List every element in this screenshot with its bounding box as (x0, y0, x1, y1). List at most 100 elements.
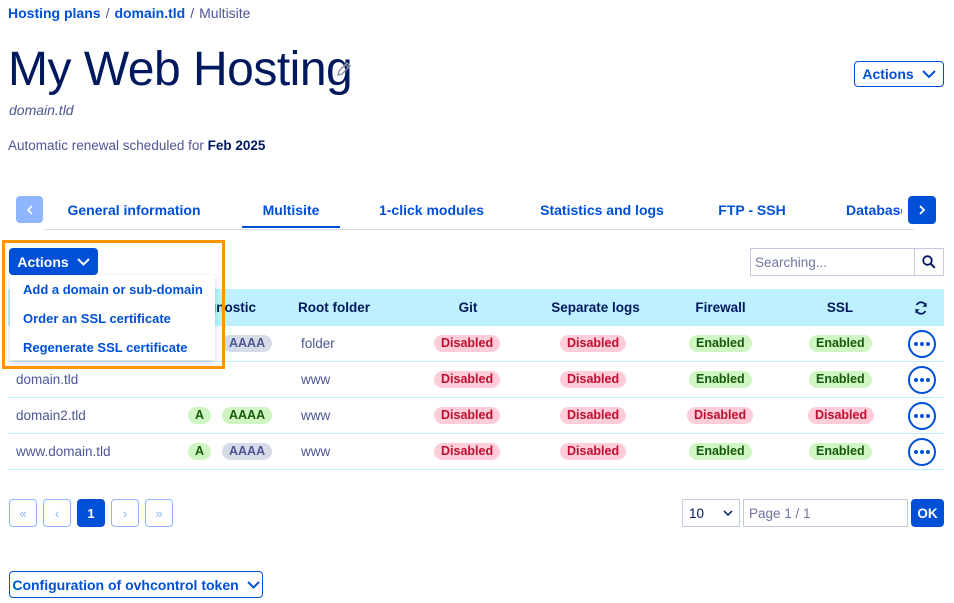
badge-firewall: Enabled (689, 371, 752, 388)
per-page-value: 10 (689, 505, 705, 521)
page-number-input[interactable] (743, 499, 908, 527)
chevron-down-icon (246, 580, 260, 589)
more-icon (926, 342, 930, 346)
badge-git: Disabled (434, 443, 501, 460)
breadcrumb-hosting-plans[interactable]: Hosting plans (8, 5, 101, 21)
page-title: My Web Hosting (8, 43, 353, 96)
badge-ssl: Enabled (809, 335, 872, 352)
tab-1-click-modules[interactable]: 1-click modules (378, 202, 485, 218)
menu-add-domain[interactable]: Add a domain or sub-domain (23, 282, 203, 297)
breadcrumb-separator: / (105, 5, 110, 21)
column-git[interactable]: Git (458, 300, 478, 315)
cell-root-folder: www (301, 444, 331, 459)
more-icon (926, 450, 930, 454)
badge-aaaa: AAAA (222, 407, 273, 424)
more-icon (920, 342, 924, 346)
search-input[interactable] (750, 248, 916, 276)
tab-general-information[interactable]: General information (67, 202, 201, 218)
menu-order-ssl[interactable]: Order an SSL certificate (23, 311, 171, 326)
ovhcontrol-token-button[interactable]: Configuration of ovhcontrol token (9, 571, 263, 598)
more-icon (920, 378, 924, 382)
search-icon (922, 255, 936, 269)
breadcrumb: Hosting plans / domain.tld / Multisite (8, 5, 250, 21)
breadcrumb-current: Multisite (199, 5, 251, 21)
more-icon (926, 378, 930, 382)
cell-root-folder: www (301, 408, 331, 423)
header-actions-button[interactable]: Actions (854, 61, 944, 87)
pagination-last-button[interactable]: » (145, 499, 173, 527)
row-more-button[interactable] (908, 366, 936, 394)
tab-bar: General information Multisite 1-click mo… (44, 196, 902, 228)
column-ssl[interactable]: SSL (826, 300, 854, 315)
badge-firewall: Enabled (689, 443, 752, 460)
more-icon (914, 414, 918, 418)
breadcrumb-separator: / (190, 5, 195, 21)
tabs-prev-button[interactable] (16, 196, 43, 223)
more-icon (920, 450, 924, 454)
badge-git: Disabled (434, 371, 501, 388)
chevron-down-icon (723, 510, 733, 516)
badge-logs: Disabled (560, 335, 627, 352)
badge-git: Disabled (434, 335, 501, 352)
badge-aaaa: AAAA (222, 443, 273, 460)
more-icon (914, 450, 918, 454)
column-firewall[interactable]: Firewall (695, 300, 746, 315)
badge-git: Disabled (434, 407, 501, 424)
column-separate-logs[interactable]: Separate logs (551, 300, 640, 315)
badge-firewall: Disabled (687, 407, 754, 424)
pagination-prev-button[interactable]: ‹ (43, 499, 71, 527)
table-actions-label: Actions (17, 253, 69, 270)
ovhcontrol-token-label: Configuration of ovhcontrol token (12, 576, 239, 593)
row-more-button[interactable] (908, 330, 936, 358)
tab-statistics-and-logs[interactable]: Statistics and logs (540, 202, 664, 218)
chevron-down-icon (76, 257, 90, 266)
badge-logs: Disabled (560, 407, 627, 424)
badge-ssl: Enabled (809, 371, 872, 388)
refresh-icon[interactable] (914, 301, 928, 315)
per-page-select[interactable]: 10 (682, 499, 740, 527)
tab-divider (44, 229, 914, 230)
cell-root-folder: folder (301, 336, 335, 351)
badge-a: A (188, 407, 212, 424)
table-row: www.domain.tld A AAAA www Disabled Disab… (8, 434, 944, 470)
badge-a: A (188, 443, 212, 460)
row-more-button[interactable] (908, 438, 936, 466)
actions-dropdown-menu: Add a domain or sub-domain Order an SSL … (10, 275, 215, 360)
tab-databases[interactable]: Databases (846, 202, 902, 218)
chevron-left-icon (26, 204, 33, 215)
tabs-next-button[interactable] (908, 196, 936, 224)
row-more-button[interactable] (908, 402, 936, 430)
pagination-page-1[interactable]: 1 (77, 499, 105, 527)
search-button[interactable] (914, 248, 944, 276)
table-row: domain.tld www Disabled Disabled Enabled… (8, 362, 944, 398)
badge-logs: Disabled (560, 443, 627, 460)
badge-ssl: Disabled (808, 407, 875, 424)
cell-domain: domain.tld (16, 372, 79, 387)
table-actions-button[interactable]: Actions (9, 248, 98, 275)
renewal-date: Feb 2025 (207, 138, 266, 153)
table-row: AAAA folder Disabled Disabled Enabled En… (8, 326, 944, 362)
cell-domain: domain2.tld (16, 408, 86, 423)
cell-domain: www.domain.tld (16, 444, 111, 459)
chevron-right-icon (919, 205, 926, 215)
tab-ftp-ssh[interactable]: FTP - SSH (718, 202, 786, 218)
table-row: domain2.tld A AAAA www Disabled Disabled… (8, 398, 944, 434)
pagination-next-button[interactable]: › (111, 499, 139, 527)
menu-regenerate-ssl[interactable]: Regenerate SSL certificate (23, 340, 188, 355)
badge-aaaa: AAAA (222, 335, 273, 352)
pagination-first-button[interactable]: « (9, 499, 37, 527)
pencil-icon[interactable] (335, 60, 353, 78)
more-icon (926, 414, 930, 418)
badge-firewall: Enabled (689, 335, 752, 352)
page-subtitle: domain.tld (9, 102, 74, 118)
tab-multisite[interactable]: Multisite (242, 196, 340, 228)
renewal-prefix: Automatic renewal scheduled for (8, 138, 208, 153)
column-root-folder[interactable]: Root folder (298, 300, 370, 315)
renewal-info: Automatic renewal scheduled for Feb 2025 (8, 138, 265, 153)
more-icon (914, 378, 918, 382)
cell-root-folder: www (301, 372, 331, 387)
chevron-down-icon (921, 69, 936, 78)
more-icon (914, 342, 918, 346)
breadcrumb-domain[interactable]: domain.tld (114, 5, 186, 21)
page-ok-button[interactable]: OK (911, 499, 944, 527)
